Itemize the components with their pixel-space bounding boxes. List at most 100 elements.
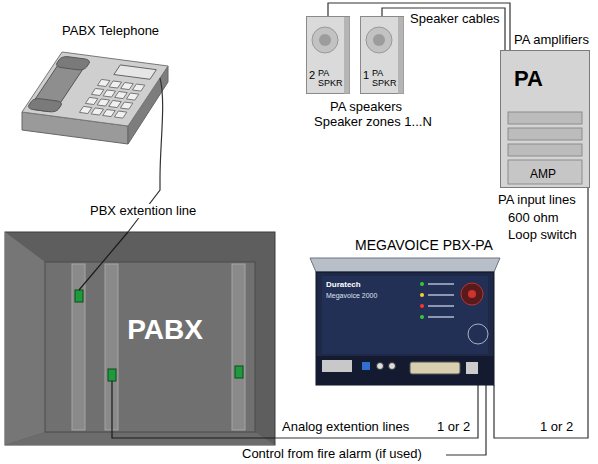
telephone-illustration-drawing-g-rect xyxy=(97,79,109,86)
telephone-illustration-drawing-g-rect xyxy=(103,90,115,97)
telephone-illustration-drawing-g-rect xyxy=(121,82,133,89)
pa-speaker: 2PA SPKR xyxy=(306,16,350,94)
telephone-illustration-drawing-g-rect xyxy=(55,56,92,71)
pa-speaker-drawing-circle xyxy=(373,34,385,46)
megavoice-device-drawing-polygon xyxy=(310,258,500,272)
annotation-label: Speaker zones 1...N xyxy=(314,115,432,129)
telephone-illustration-drawing-g-rect xyxy=(114,111,126,118)
connector-label: Analog extention lines xyxy=(282,420,409,434)
megavoice-device-drawing-circle xyxy=(420,315,424,319)
megavoice-device-drawing-rect xyxy=(410,362,460,374)
pabx-cabinet: PABX xyxy=(5,232,275,445)
node-heading: PABX Telephone xyxy=(62,24,159,39)
pa-speaker-drawing-rect xyxy=(344,17,350,94)
megavoice-device-drawing-rect xyxy=(428,305,454,307)
connector-label: Speaker cables xyxy=(410,12,500,26)
telephone-illustration-drawing-g-rect xyxy=(103,109,115,116)
pa-amplifier: PA amplifiersPAAMP xyxy=(500,50,590,188)
telephone-illustration-drawing-g-rect xyxy=(79,106,91,113)
telephone-illustration-drawing-g xyxy=(27,56,158,121)
megavoice-device-drawing-circle xyxy=(461,283,483,305)
megavoice-device-drawing-rect xyxy=(428,283,454,285)
connector-line xyxy=(494,188,588,438)
model-text: Megavoice 2000 xyxy=(326,292,377,300)
pabx-cabinet-drawing-rect xyxy=(45,262,255,432)
megavoice-device-drawing-circle xyxy=(420,304,424,308)
speaker-number: 2 xyxy=(309,69,315,82)
pa-speaker-drawing-circle xyxy=(312,27,338,53)
pa-speaker-drawing-circle xyxy=(319,34,331,46)
megavoice-device-drawing-rect xyxy=(362,362,370,370)
speaker-number: 1 xyxy=(363,69,369,82)
amplifier-label: AMP xyxy=(530,168,556,182)
telephone-illustration: PABX Telephone xyxy=(10,42,175,178)
pa-amplifier-drawing-rect xyxy=(508,160,582,184)
pabx-cabinet-drawing-rect xyxy=(232,264,245,430)
megavoice-device-drawing-circle xyxy=(468,324,488,344)
telephone-illustration-drawing-path xyxy=(160,78,163,178)
megavoice-device: MEGAVOICE PBX-PADuratechMegavoice 2000 xyxy=(310,258,500,385)
pabx-cabinet-drawing-path xyxy=(79,232,128,290)
pa-amplifier-drawing-rect xyxy=(508,128,582,140)
connector-line xyxy=(275,385,478,438)
telephone-illustration-drawing xyxy=(10,42,175,178)
megavoice-device-drawing xyxy=(310,258,500,385)
brand-text: Duratech xyxy=(326,280,361,289)
connector-label: PBX extention line xyxy=(88,204,198,218)
annotation-label: PA speakers xyxy=(330,100,402,114)
pa-speaker-drawing-rect xyxy=(398,17,404,94)
telephone-illustration-drawing-g-rect xyxy=(120,102,132,109)
pa-speaker-drawing-rect xyxy=(361,17,404,94)
telephone-illustration-drawing-g-rect xyxy=(91,88,103,95)
telephone-illustration-drawing-g-rect xyxy=(132,84,144,91)
pabx-cabinet-drawing-rect xyxy=(72,264,85,430)
annotation-label: Control from fire alarm (if used) xyxy=(242,447,422,461)
megavoice-device-drawing-rect xyxy=(428,316,454,318)
megavoice-device-drawing-rect xyxy=(316,356,494,385)
pabx-cabinet-drawing-rect xyxy=(235,366,243,378)
annotation-label: 1 or 2 xyxy=(437,420,470,434)
pabx-title: PABX xyxy=(105,314,225,346)
megavoice-device-drawing-circle xyxy=(377,363,384,370)
pa-speaker-drawing-rect xyxy=(307,17,350,94)
pabx-cabinet-drawing-rect xyxy=(75,290,83,302)
connector-line xyxy=(328,3,510,50)
telephone-illustration-drawing-g-rect xyxy=(109,81,121,88)
telephone-illustration-drawing-g-rect xyxy=(109,100,121,107)
speaker-label: PA SPKR xyxy=(318,68,344,88)
annotation-label: PA input lines xyxy=(498,193,576,207)
telephone-illustration-drawing-g-rect xyxy=(115,91,127,98)
node-heading: MEGAVOICE PBX-PA xyxy=(355,237,493,253)
amplifier-title: PA xyxy=(514,66,543,91)
telephone-illustration-drawing-g-rect xyxy=(91,108,103,115)
pabx-cabinet-drawing-path xyxy=(112,381,275,438)
pa-amplifier-drawing-rect xyxy=(508,144,582,156)
pa-amplifier-drawing-rect xyxy=(501,51,590,188)
megavoice-device-drawing-circle xyxy=(420,293,424,297)
telephone-illustration-drawing-g-rect xyxy=(27,98,64,113)
speaker-label: PA SPKR xyxy=(372,68,398,88)
telephone-illustration-drawing-g-rect xyxy=(126,93,138,100)
megavoice-device-drawing-circle xyxy=(420,282,424,286)
telephone-illustration-drawing-g-rect xyxy=(97,99,109,106)
annotation-label: Loop switch xyxy=(508,228,577,242)
megavoice-device-drawing-rect xyxy=(322,360,352,372)
megavoice-device-drawing-circle xyxy=(468,290,476,298)
pabx-cabinet-drawing-polygon xyxy=(5,232,45,445)
pabx-cabinet-drawing-rect xyxy=(5,232,275,445)
telephone-illustration-drawing-g-rect xyxy=(85,97,97,104)
pabx-cabinet-drawing-rect xyxy=(108,369,116,381)
pa-speaker: 1PA SPKR xyxy=(360,16,404,94)
megavoice-device-drawing-rect xyxy=(316,272,494,385)
pa-amplifier-drawing-rect xyxy=(508,112,582,124)
node-heading: PA amplifiers xyxy=(514,33,589,48)
pa-speaker-drawing-circle xyxy=(366,27,392,53)
megavoice-device-drawing-circle xyxy=(389,363,396,370)
telephone-illustration-drawing-polygon xyxy=(22,52,168,126)
megavoice-device-drawing-rect xyxy=(322,276,488,354)
telephone-illustration-drawing-g-rect xyxy=(114,65,156,79)
connector-label: 1 or 2 xyxy=(540,420,573,434)
megavoice-device-drawing-rect xyxy=(428,294,454,296)
annotation-label: 600 ohm xyxy=(508,211,559,225)
